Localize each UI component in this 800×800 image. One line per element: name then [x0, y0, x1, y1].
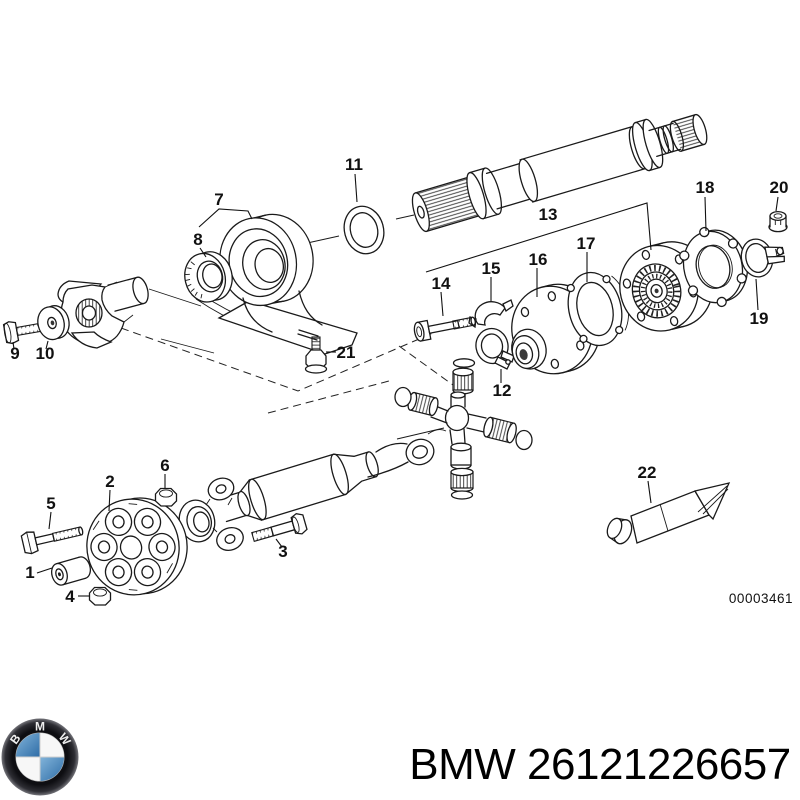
- callout-1: 1: [25, 563, 34, 582]
- cv-gasket: [566, 271, 630, 347]
- flex-disc: [86, 497, 188, 596]
- spacer-sleeve: [50, 556, 92, 586]
- leader-lines: [12, 173, 779, 597]
- callout-labels: 1 2 3 4 5 6 7 8 9 10 11 12 13 14 15 16 1…: [10, 155, 788, 606]
- callout-3: 3: [278, 542, 287, 561]
- callout-12: 12: [493, 381, 512, 400]
- dust-cover: [679, 226, 748, 308]
- rear-shaft-drawing: [218, 429, 447, 523]
- grease-tube: [606, 482, 731, 545]
- joint-yoke-assembly: [2, 276, 149, 349]
- callout-10: 10: [36, 344, 55, 363]
- bracket-bolt: [304, 336, 328, 374]
- callout-21: 21: [337, 343, 356, 362]
- callout-22: 22: [638, 463, 657, 482]
- circlip: [475, 327, 515, 370]
- callout-5: 5: [46, 494, 55, 513]
- callout-13: 13: [539, 205, 558, 224]
- universal-joint-spider: [394, 358, 533, 500]
- callout-4: 4: [65, 587, 75, 606]
- footer: B M W BMW 26121226657: [1, 718, 791, 796]
- callout-8: 8: [193, 230, 202, 249]
- callout-17: 17: [577, 234, 596, 253]
- callout-9: 9: [10, 344, 19, 363]
- callout-14: 14: [432, 274, 451, 293]
- dust-seal-ring: [343, 205, 385, 255]
- diagram-code: 00003461: [729, 591, 793, 606]
- callout-18: 18: [696, 178, 715, 197]
- callout-6: 6: [160, 456, 169, 475]
- callout-11: 11: [345, 155, 363, 174]
- cv-joint-body: [619, 241, 714, 332]
- callout-16: 16: [529, 250, 548, 269]
- cv-joint-bolt: [413, 316, 476, 342]
- washer: [37, 305, 70, 341]
- hex-nut: [88, 586, 112, 606]
- callout-19: 19: [750, 309, 769, 328]
- shaft-flange: [178, 477, 244, 551]
- callout-7: 7: [214, 190, 223, 209]
- callout-2: 2: [105, 472, 114, 491]
- logo-letter-m: M: [35, 720, 45, 734]
- front-shaft-drawing: [411, 113, 708, 233]
- roller-bearing: [184, 251, 233, 303]
- callout-20: 20: [770, 178, 789, 197]
- lock-nut: [768, 210, 788, 233]
- disc-bolt: [20, 526, 84, 555]
- bmw-roundel-icon: B M W: [1, 718, 79, 796]
- part-number-title: BMW 26121226657: [409, 740, 790, 789]
- flange-bolt: [251, 512, 308, 543]
- callout-15: 15: [482, 259, 501, 278]
- clamp-ring: [740, 238, 785, 278]
- hex-nut: [154, 487, 178, 507]
- center-bearing-support: [195, 213, 358, 374]
